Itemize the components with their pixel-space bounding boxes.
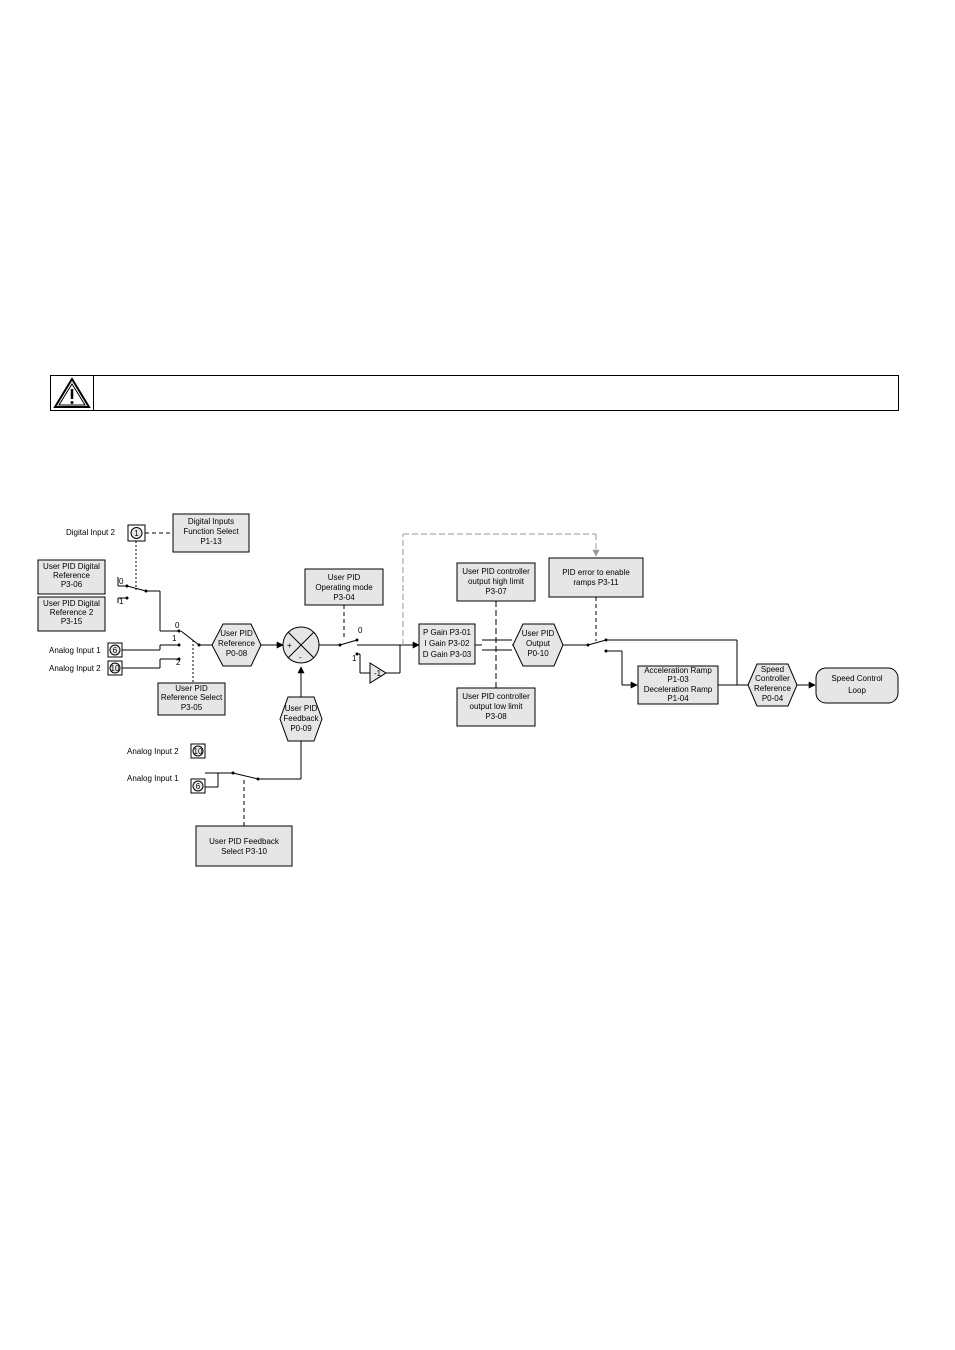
svg-text:10: 10 bbox=[194, 747, 203, 756]
scl-line-1: Speed Control bbox=[831, 674, 882, 683]
fb-analog-input-1-label: Analog Input 1 bbox=[127, 774, 179, 783]
analog-input-1-label: Analog Input 1 bbox=[49, 646, 101, 655]
pid-reference-select-block bbox=[157, 682, 226, 716]
svg-text:-1: -1 bbox=[374, 669, 382, 678]
summing-junction: + - bbox=[282, 626, 320, 664]
ramp-line-3: Deceleration Ramp bbox=[644, 685, 713, 694]
inverter-triangle: -1 bbox=[369, 662, 387, 684]
svg-text:6: 6 bbox=[196, 782, 201, 791]
ll-line-2: output low limit bbox=[470, 702, 524, 711]
digital-inputs-function-select-block bbox=[172, 513, 250, 553]
pf-line-3: P0-09 bbox=[290, 724, 312, 733]
hl-line-1: User PID controller bbox=[462, 567, 530, 576]
ref-select-label-0: 0 bbox=[175, 621, 180, 630]
fb-analog-input-2-label: Analog Input 2 bbox=[127, 747, 179, 756]
pr-line-1: User PID bbox=[220, 629, 253, 638]
pid-gains-block bbox=[418, 623, 476, 665]
feedback-analog-input-1-terminal: 6 bbox=[190, 778, 206, 794]
switch-label-0: 0 bbox=[119, 577, 124, 586]
pid-low-limit-block bbox=[456, 687, 536, 727]
pid-digital-reference-block bbox=[37, 559, 106, 595]
gain-line-3: D Gain P3-03 bbox=[423, 650, 472, 659]
po-line-1: User PID bbox=[522, 629, 555, 638]
pid-feedback-select-block bbox=[195, 825, 293, 867]
ramp-line-4: P1-04 bbox=[667, 694, 689, 703]
svg-text:6: 6 bbox=[113, 646, 118, 655]
pdr2-line-1: User PID Digital bbox=[43, 599, 100, 608]
speed-controller-reference-hexagon bbox=[747, 663, 798, 707]
scr-line-1: Speed bbox=[761, 665, 784, 674]
svg-text:1: 1 bbox=[134, 529, 139, 538]
pom-line-3: P3-04 bbox=[333, 593, 355, 602]
prs-line-2: Reference Select bbox=[161, 693, 223, 702]
dif-line-1: Digital Inputs bbox=[188, 517, 234, 526]
dif-line-2: Function Select bbox=[183, 527, 239, 536]
prs-line-1: User PID bbox=[175, 684, 208, 693]
warning-icon-cell bbox=[51, 376, 94, 410]
scr-line-3: Reference bbox=[754, 684, 791, 693]
pr-line-3: P0-08 bbox=[226, 649, 248, 658]
pid-feedback-hexagon bbox=[279, 696, 323, 742]
per-line-1: PID error to enable bbox=[562, 568, 630, 577]
pdr2-line-2: Reference 2 bbox=[50, 608, 94, 617]
scr-line-4: P0-04 bbox=[762, 694, 784, 703]
pf-line-2: Feedback bbox=[283, 714, 319, 723]
feedback-analog-input-2-terminal: 10 bbox=[190, 743, 206, 759]
pfs-line-2: Select P3-10 bbox=[221, 847, 267, 856]
hl-line-3: P3-07 bbox=[485, 587, 507, 596]
dif-line-3: P1-13 bbox=[200, 537, 222, 546]
sum-plus-sign: + bbox=[287, 641, 292, 650]
pid-digital-reference-2-block bbox=[37, 596, 106, 632]
ramp-line-2: P1-03 bbox=[667, 675, 689, 684]
analog-input-2-label: Analog Input 2 bbox=[49, 664, 101, 673]
ramps-block bbox=[637, 665, 719, 705]
svg-text:10: 10 bbox=[111, 664, 120, 673]
warning-box bbox=[50, 375, 899, 411]
ref-select-label-1: 1 bbox=[172, 634, 177, 643]
ll-line-3: P3-08 bbox=[485, 712, 507, 721]
sum-minus-sign: - bbox=[299, 653, 302, 662]
analog-input-1-terminal: 6 bbox=[107, 642, 123, 658]
pdr-line-3: P3-06 bbox=[61, 580, 83, 589]
hl-line-2: output high limit bbox=[468, 577, 525, 586]
pid-operating-mode-block bbox=[304, 568, 384, 606]
analog-input-2-terminal: 10 bbox=[107, 660, 123, 676]
ll-line-1: User PID controller bbox=[462, 692, 530, 701]
po-line-3: P0-10 bbox=[527, 649, 549, 658]
pid-reference-hexagon bbox=[211, 623, 262, 667]
mode-label-1: 1 bbox=[352, 654, 357, 663]
pf-line-1: User PID bbox=[285, 704, 318, 713]
gain-line-1: P Gain P3-01 bbox=[423, 628, 471, 637]
digital-input-2-label: Digital Input 2 bbox=[66, 528, 115, 537]
gain-line-2: I Gain P3-02 bbox=[425, 639, 470, 648]
scl-line-2: Loop bbox=[848, 686, 866, 695]
switch-label-1: 1 bbox=[119, 597, 124, 606]
warning-icon bbox=[53, 377, 91, 408]
ramp-line-1: Acceleration Ramp bbox=[644, 666, 712, 675]
pid-error-ramps-block bbox=[548, 557, 644, 598]
digital-input-2-terminal: 1 bbox=[127, 524, 146, 542]
po-line-2: Output bbox=[526, 639, 551, 648]
mode-label-0: 0 bbox=[358, 626, 363, 635]
pdr-line-2: Reference bbox=[53, 571, 90, 580]
scr-line-2: Controller bbox=[755, 674, 790, 683]
speed-control-loop-block bbox=[815, 667, 899, 704]
pom-line-2: Operating mode bbox=[315, 583, 373, 592]
pom-line-1: User PID bbox=[328, 573, 361, 582]
ref-select-label-2: 2 bbox=[176, 658, 181, 667]
per-line-2: ramps P3-11 bbox=[573, 578, 619, 587]
pdr2-line-3: P3-15 bbox=[61, 617, 83, 626]
prs-line-3: P3-05 bbox=[181, 703, 203, 712]
pfs-line-1: User PID Feedback bbox=[209, 837, 280, 846]
pid-output-hexagon bbox=[512, 623, 564, 667]
pdr-line-1: User PID Digital bbox=[43, 562, 100, 571]
pr-line-2: Reference bbox=[218, 639, 255, 648]
pid-high-limit-block bbox=[456, 562, 536, 602]
